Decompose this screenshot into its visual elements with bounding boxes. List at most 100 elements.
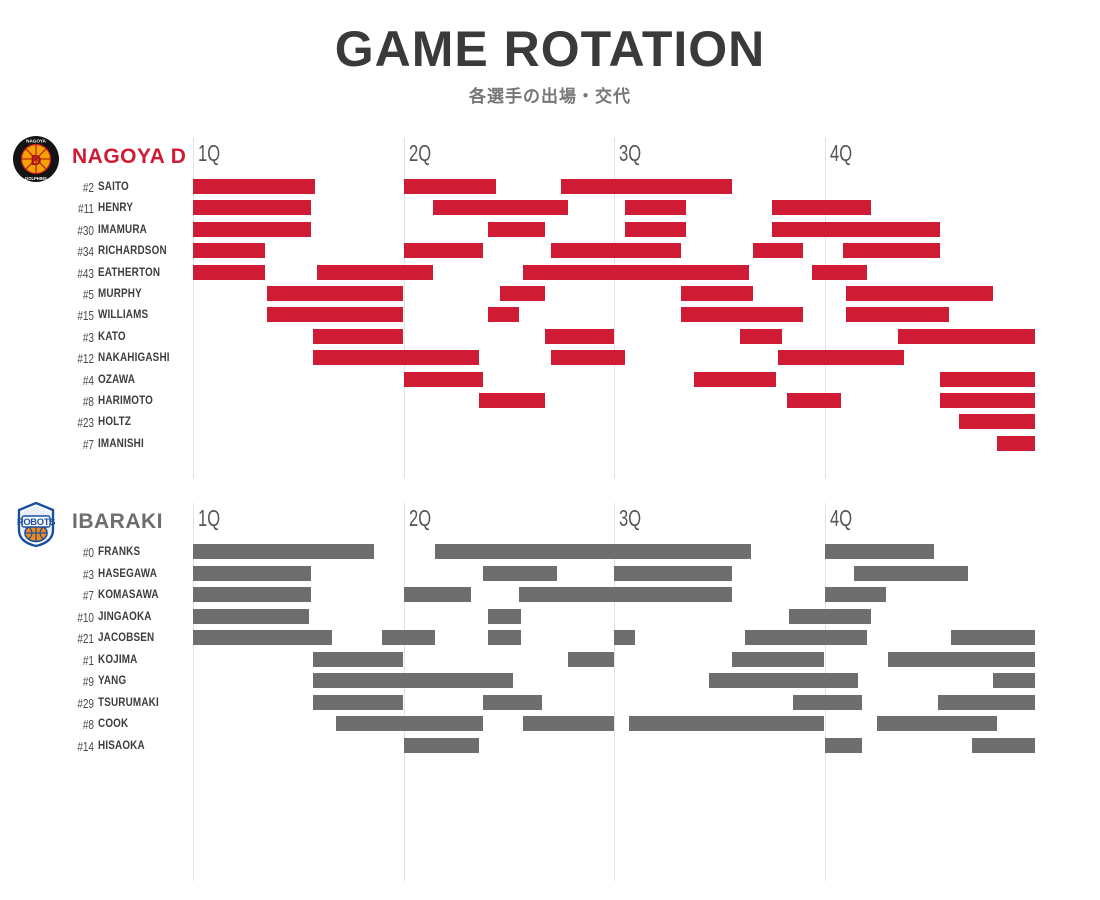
stint-bar[interactable] [843,243,941,259]
stint-bar[interactable] [435,544,751,559]
stint-bar[interactable] [567,651,614,667]
stint-bar[interactable] [483,694,543,710]
stint-bar[interactable] [788,608,871,624]
stint-bar[interactable] [432,200,568,216]
stint-bar[interactable] [193,630,332,645]
stint-bar[interactable] [193,179,316,194]
stint-bar[interactable] [877,716,998,731]
stint-bar[interactable] [971,737,1035,753]
stint-bar[interactable] [811,264,867,280]
stint-bar[interactable] [193,608,309,624]
stint-bar[interactable] [403,737,480,753]
stint-bar[interactable] [614,630,636,645]
stint-bar[interactable] [487,307,520,323]
stint-bar[interactable] [550,350,625,366]
stint-bar[interactable] [778,350,905,366]
stint-bar[interactable] [312,673,513,688]
stint-bar[interactable] [550,243,682,259]
stint-bar[interactable] [519,587,732,602]
stint-bar[interactable] [266,307,404,323]
stint-bar[interactable] [624,200,686,216]
stint-bar[interactable] [487,673,513,688]
stint-bar[interactable] [845,307,949,323]
stint-bar[interactable] [479,393,545,408]
stint-bar[interactable] [752,243,804,259]
stint-bar[interactable] [403,587,471,602]
stint-bar[interactable] [193,243,265,259]
stint-bar[interactable] [997,435,1035,451]
stint-bar[interactable] [628,716,825,731]
stint-bar[interactable] [771,200,871,216]
stint-bar[interactable] [731,651,825,667]
stint-bar[interactable] [740,328,783,344]
stint-bar[interactable] [312,651,404,667]
stint-bar[interactable] [317,264,433,280]
stint-bar[interactable] [771,221,941,237]
stint-bar[interactable] [681,307,804,323]
stint-bar[interactable] [193,221,311,237]
stint-bar[interactable] [266,286,404,301]
stint-bar[interactable] [708,673,859,688]
stint-bar[interactable] [403,243,484,259]
stint-bar[interactable] [959,414,1035,430]
stint-bar[interactable] [382,630,436,645]
stint-bar[interactable] [744,630,867,645]
stint-bar[interactable] [824,737,863,753]
stint-bar[interactable] [824,544,934,559]
stint-bar[interactable] [403,179,497,194]
stint-bar[interactable] [845,286,993,301]
stint-bar[interactable] [487,221,545,237]
stint-bar[interactable] [938,694,1035,710]
stint-bar[interactable] [312,328,404,344]
stint-bar[interactable] [992,673,1035,688]
stint-bar[interactable] [681,286,753,301]
stint-bar[interactable] [887,651,1035,667]
stint-bar[interactable] [483,565,558,581]
stint-bar[interactable] [193,200,311,216]
stint-bar[interactable] [487,608,522,624]
stint-bar[interactable] [193,264,265,280]
stint-bar[interactable] [786,393,842,408]
stint-bar[interactable] [693,371,777,387]
stint-bar[interactable] [523,716,614,731]
stint-bar[interactable] [193,565,311,581]
stint-bar[interactable] [193,544,375,559]
stint-bar[interactable] [544,328,614,344]
stint-bar[interactable] [403,371,484,387]
stint-bar[interactable] [487,630,522,645]
stint-bar[interactable] [614,565,732,581]
stint-bar[interactable] [792,694,863,710]
stint-bar[interactable] [824,587,886,602]
stint-bar[interactable] [500,286,545,301]
stint-bar[interactable] [193,587,311,602]
stint-bar[interactable] [312,694,404,710]
stint-bar[interactable] [336,716,484,731]
stint-bar[interactable] [523,264,749,280]
stint-bar[interactable] [898,328,1035,344]
stint-bar[interactable] [940,393,1035,408]
stint-bar[interactable] [940,371,1035,387]
stint-bar[interactable] [853,565,968,581]
